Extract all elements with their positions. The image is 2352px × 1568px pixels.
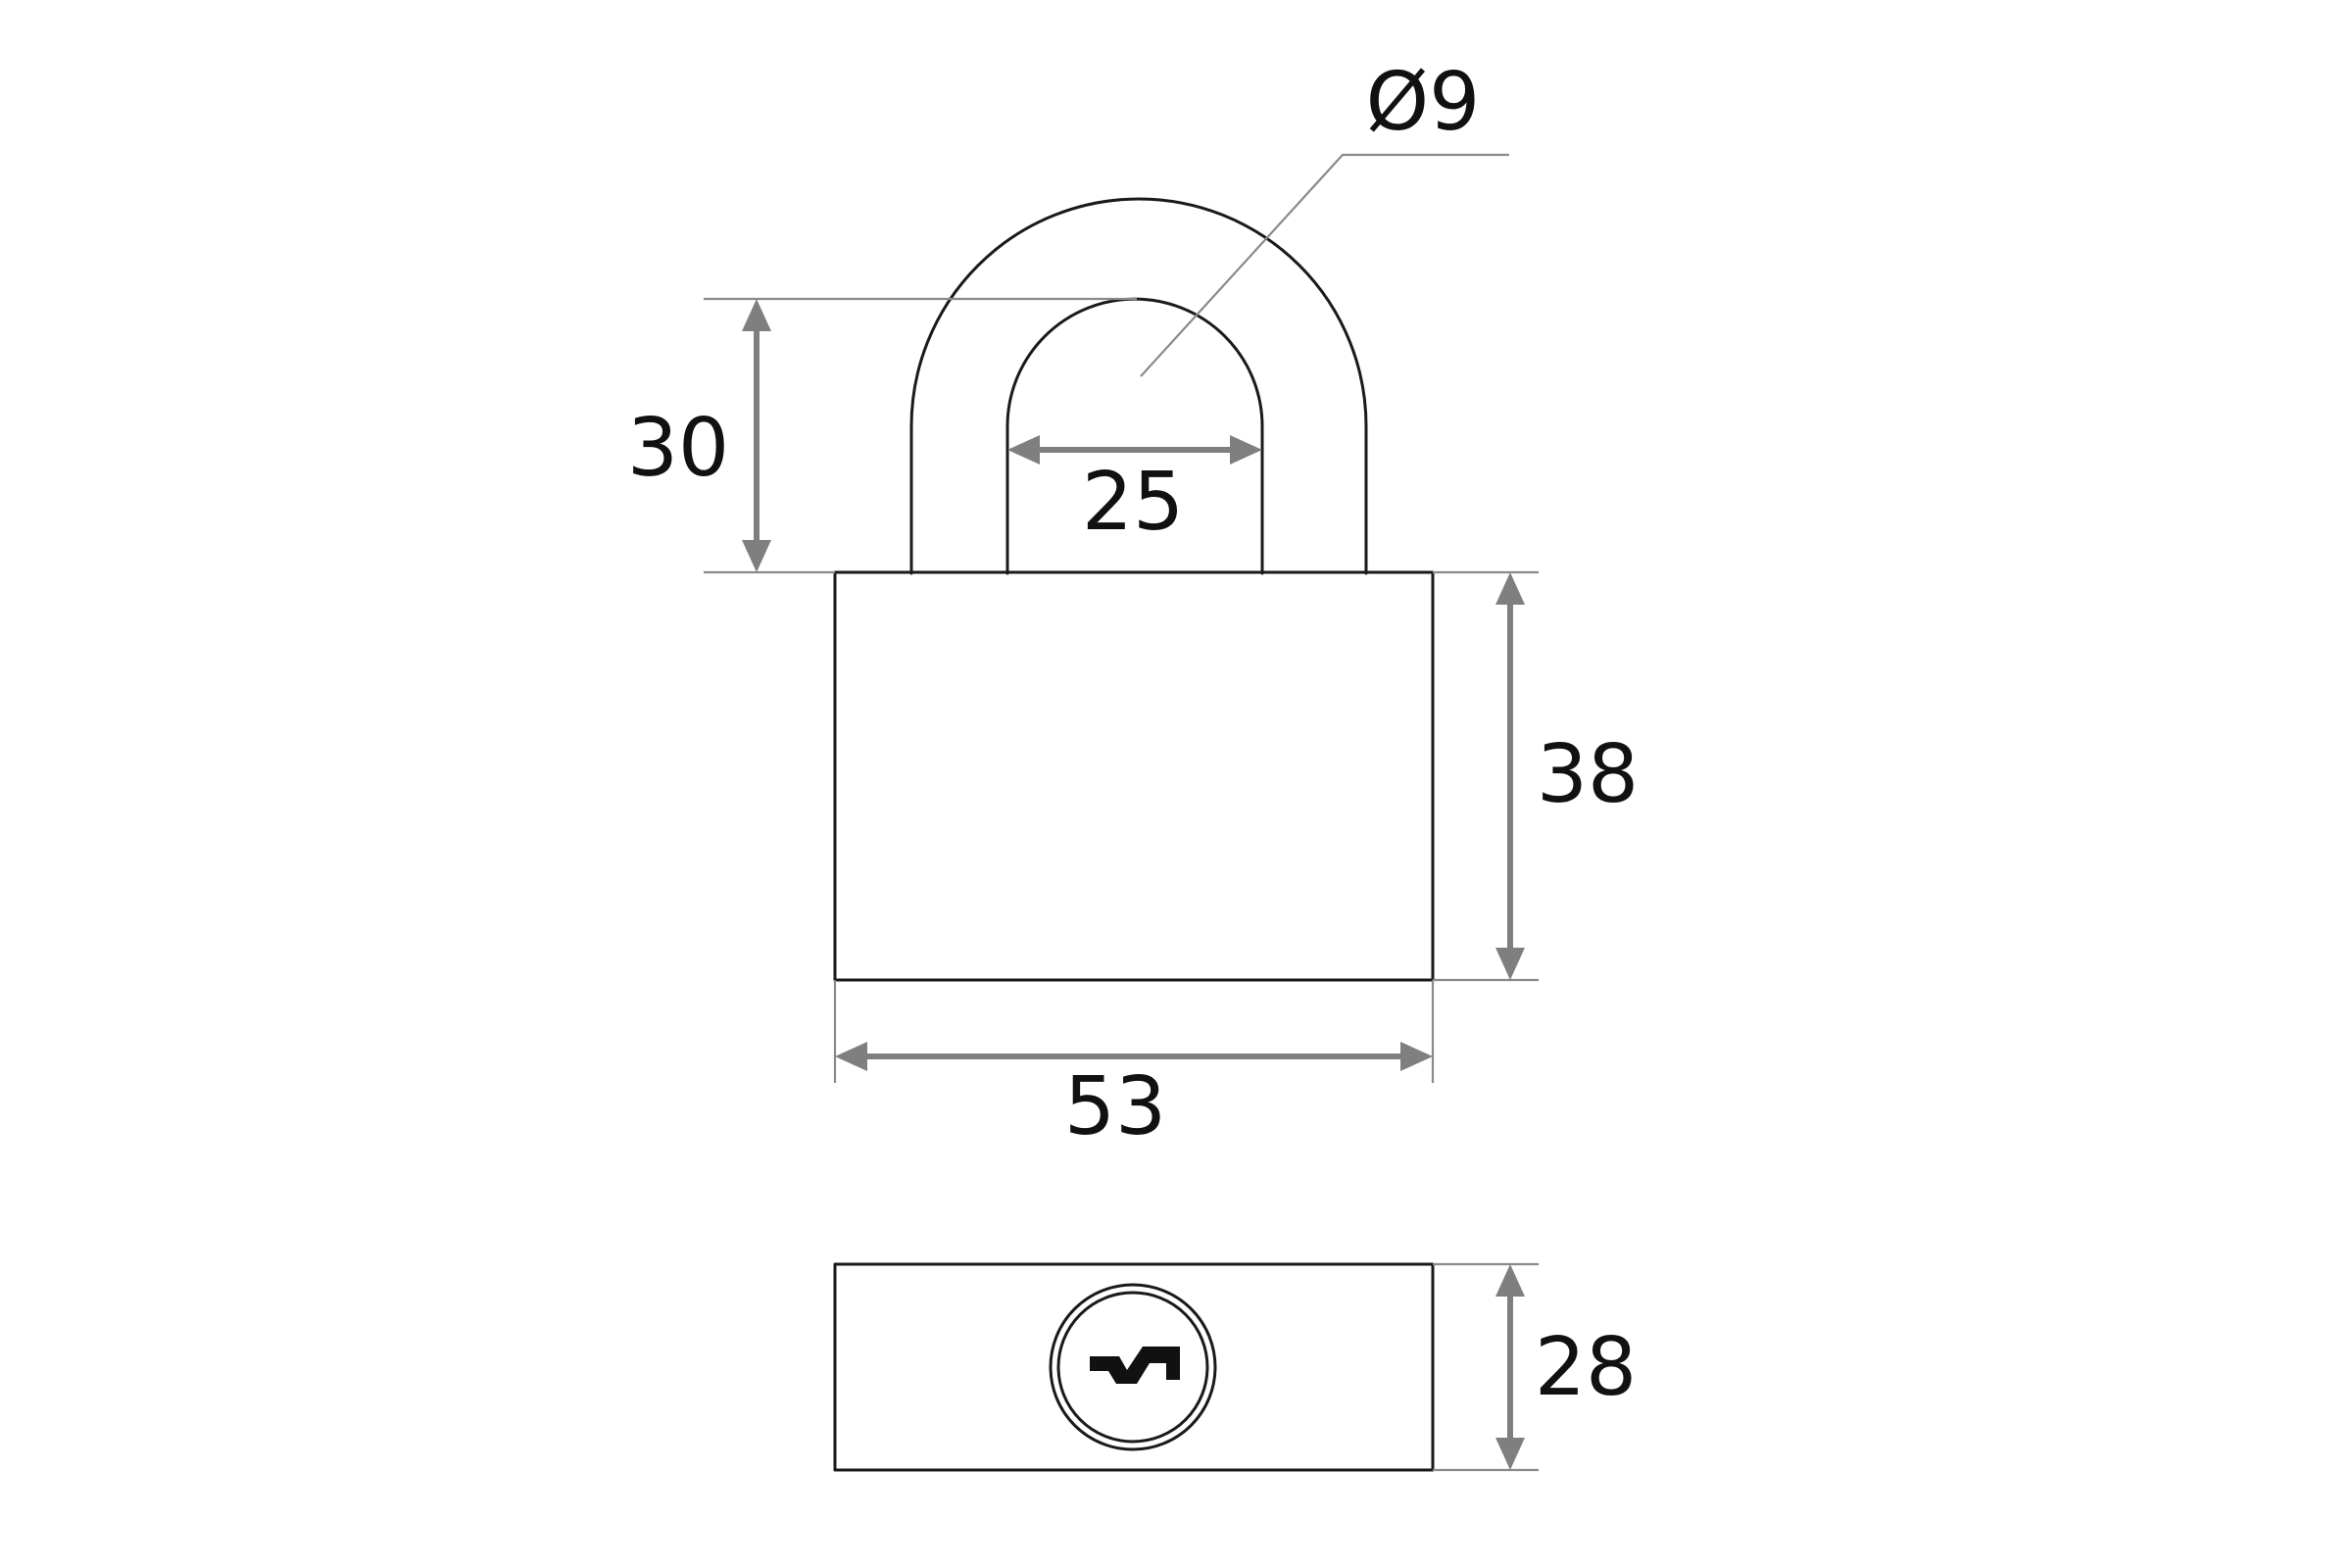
dimension-body-width: 53 bbox=[833, 980, 1435, 1153]
arrow-head bbox=[1495, 572, 1525, 605]
padlock-body-bottom bbox=[833, 1262, 1435, 1472]
dimension-shackle-height: 30 bbox=[627, 297, 1137, 574]
arrow-head bbox=[1230, 435, 1262, 465]
body-depth-label: 28 bbox=[1535, 1321, 1637, 1414]
padlock-body-front bbox=[833, 570, 1435, 982]
arrow-head bbox=[742, 299, 771, 331]
dimension-body-depth: 28 bbox=[1433, 1262, 1637, 1472]
arrow-head bbox=[1400, 1042, 1433, 1071]
shackle-height-label: 30 bbox=[627, 402, 729, 495]
arrow-head bbox=[1495, 1264, 1525, 1297]
key-slot bbox=[1090, 1347, 1180, 1384]
leader-line bbox=[1140, 153, 1509, 377]
arrow-head bbox=[1007, 435, 1040, 465]
keyhole-icon bbox=[1049, 1283, 1217, 1451]
dimension-shackle-diameter: Ø9 bbox=[1140, 56, 1509, 377]
keyhole-outer-ring bbox=[1049, 1283, 1217, 1451]
arrow-head bbox=[742, 540, 771, 572]
body-width-label: 53 bbox=[1064, 1060, 1166, 1153]
dimension-shackle-inner-width: 25 bbox=[1007, 435, 1262, 549]
shackle-outer-outline bbox=[909, 197, 1368, 575]
arrow-head bbox=[835, 1042, 867, 1071]
shackle-diameter-label: Ø9 bbox=[1366, 56, 1481, 149]
shackle-inner-width-label: 25 bbox=[1082, 456, 1184, 549]
arrow-head bbox=[1495, 1438, 1525, 1470]
body-height-label: 38 bbox=[1537, 728, 1639, 821]
dimension-body-height: 38 bbox=[1433, 570, 1639, 982]
arrow-head bbox=[1495, 948, 1525, 980]
keyhole-inner-ring bbox=[1056, 1291, 1209, 1444]
